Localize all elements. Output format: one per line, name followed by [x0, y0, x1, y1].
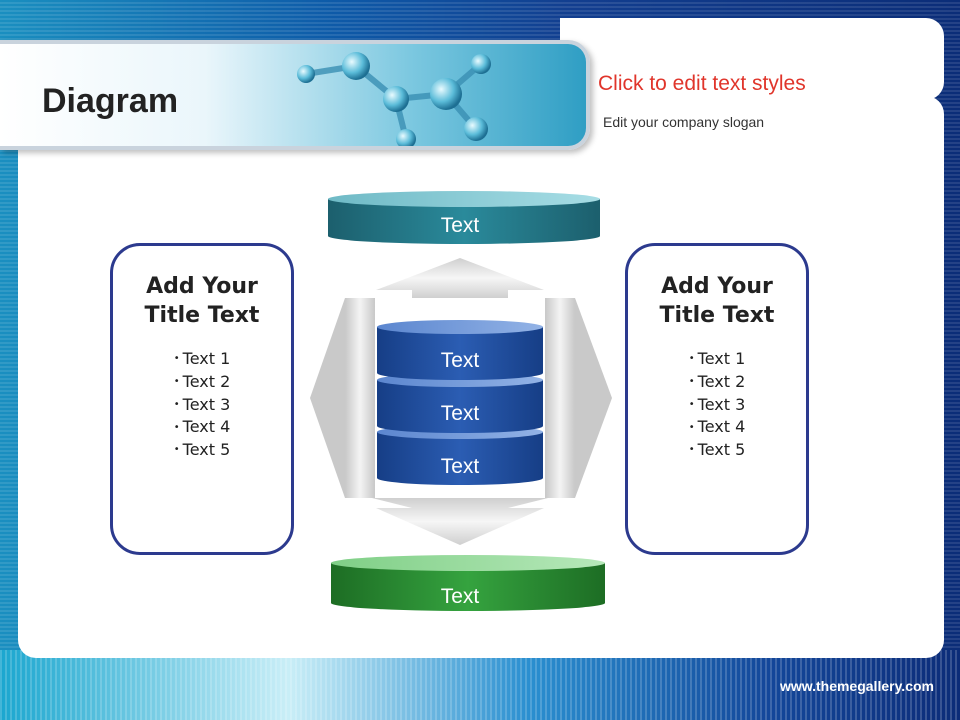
list-item: Text 3	[689, 394, 746, 417]
molecule-image	[297, 52, 491, 146]
list-item: Text 4	[174, 416, 231, 439]
right-card-list: Text 1 Text 2 Text 3 Text 4 Text 5	[689, 348, 746, 462]
list-item: Text 5	[689, 439, 746, 462]
company-slogan[interactable]: Edit your company slogan	[603, 114, 765, 130]
list-item: Text 2	[174, 371, 231, 394]
left-card-list: Text 1 Text 2 Text 3 Text 4 Text 5	[174, 348, 231, 462]
right-card[interactable]: Add Your Title Text Text 1 Text 2 Text 3…	[625, 243, 809, 555]
stack-label-3: Text	[440, 455, 480, 478]
left-card[interactable]: Add Your Title Text Text 1 Text 2 Text 3…	[110, 243, 294, 555]
list-item: Text 1	[689, 348, 746, 371]
stack-label-2: Text	[440, 402, 480, 425]
bottom-disc-label: Text	[440, 585, 480, 608]
right-card-title-line1: Add Your	[661, 274, 773, 299]
footer-band	[0, 650, 960, 720]
footer-url[interactable]: www.themegallery.com	[779, 678, 934, 694]
subtitle-text[interactable]: Click to edit text styles	[598, 72, 806, 95]
left-card-title-line2: Title Text	[144, 303, 260, 328]
list-item: Text 1	[174, 348, 231, 371]
left-card-title-line1: Add Your	[146, 274, 258, 299]
list-item: Text 3	[174, 394, 231, 417]
right-card-title-line2: Title Text	[659, 303, 775, 328]
header-banner	[0, 40, 590, 150]
header-panel	[560, 18, 944, 100]
list-item: Text 5	[174, 439, 231, 462]
list-item: Text 4	[689, 416, 746, 439]
page-title: Diagram	[42, 82, 179, 120]
top-disc-label: Text	[440, 214, 480, 237]
left-card-title: Add Your Title Text	[113, 272, 291, 330]
stack-label-1: Text	[440, 349, 480, 372]
right-card-title: Add Your Title Text	[628, 272, 806, 330]
list-item: Text 2	[689, 371, 746, 394]
